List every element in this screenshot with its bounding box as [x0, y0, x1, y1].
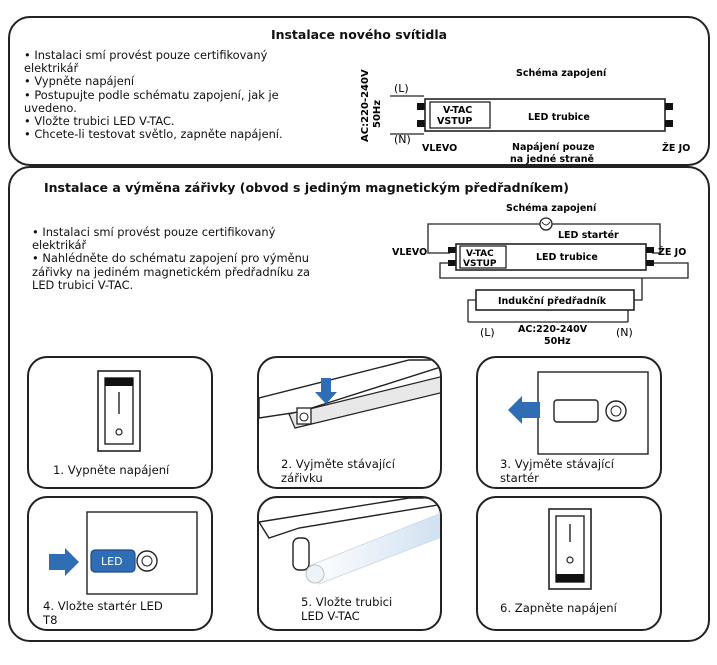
remove-tube-illustration [259, 359, 440, 429]
top-panel: Instalace nového svítidla • Instalaci sm… [8, 16, 710, 166]
bottom-pin [646, 260, 654, 266]
top-pin [417, 120, 425, 127]
top-pin [665, 103, 673, 110]
top-note-line2: na jedné straně [510, 154, 594, 165]
top-bullet-list: • Instalaci smí provést pouze certifikov… [24, 48, 324, 142]
top-ac-label: AC:220-240V [360, 69, 371, 142]
step-caption: 2. Vyjměte stávající zářivku [281, 457, 395, 485]
bottom-bullet: • Nahlédněte do schématu zapojení pro vý… [32, 251, 310, 292]
top-panel-title: Instalace nového svítidla [270, 27, 448, 42]
bottom-vtac-label: V-TAC [466, 249, 494, 259]
bottom-bullet-list: • Instalaci smí provést pouze certifikov… [32, 225, 332, 292]
top-bullet: • Vypněte napájení [24, 74, 135, 89]
bottom-wiring-diagram: Schéma zapojení LED startér VLEVO ŽE JO … [392, 203, 689, 346]
bottom-starter-label: LED startér [558, 230, 619, 241]
step-card-3: 3. Vyjměte stávající startér [476, 356, 662, 489]
rocker-switch-on-icon [548, 508, 592, 590]
top-pin [665, 120, 673, 127]
bottom-bullet: • Instalaci smí provést pouze certifikov… [32, 225, 276, 253]
top-n-label: (N) [394, 133, 411, 146]
bottom-left-label: VLEVO [392, 247, 427, 258]
bottom-tube-label: LED trubice [536, 252, 598, 263]
top-left-label: VLEVO [422, 143, 457, 154]
insert-tube-illustration [259, 498, 440, 585]
bottom-right-label: ŽE JO [658, 246, 686, 258]
insert-starter-illustration: LED [49, 511, 198, 595]
top-vtac-box [429, 101, 491, 129]
step-caption: 3. Vyjměte stávající startér [500, 457, 614, 485]
right-arrow-icon [49, 548, 79, 576]
bottom-hz-label: 50Hz [544, 336, 571, 346]
top-l-label: (L) [394, 82, 409, 95]
led-starter-label: LED [101, 555, 123, 568]
top-tube-label: LED trubice [528, 112, 590, 123]
ballast-wire-right [634, 278, 643, 301]
bottom-vtac-box [459, 245, 507, 269]
remove-starter-illustration [508, 371, 649, 455]
bottom-panel-title: Instalace a výměna zářivky (obvod s jedi… [44, 180, 569, 195]
bottom-n-label: (N) [616, 326, 633, 339]
step-caption: 1. Vypněte napájení [53, 463, 170, 477]
top-bullet: • Chcete-li testovat světlo, zapněte nap… [24, 127, 283, 142]
top-vtac-label: V-TAC [443, 105, 472, 116]
bottom-l-label: (L) [480, 326, 495, 339]
top-bullet: • Vložte trubici LED V-TAC. [24, 114, 175, 129]
step-card-1: 1. Vypněte napájení [27, 356, 213, 489]
top-heading: Schéma zapojení [516, 68, 607, 79]
top-bullet: • Postupujte podle schématu zapojení, ja… [24, 87, 279, 115]
bottom-pin [646, 247, 654, 253]
step-card-2: 2. Vyjměte stávající zářivku [257, 356, 442, 489]
rocker-switch-off-icon [97, 370, 141, 452]
step-caption: 5. Vložte trubici LED V-TAC [301, 595, 393, 623]
bottom-vstup-label: VSTUP [463, 259, 497, 269]
starter-symbol [539, 217, 553, 231]
top-vstup-label: VSTUP [437, 116, 472, 127]
bottom-loop-lower [439, 262, 689, 279]
bottom-ac-label: AC:220-240V [518, 324, 588, 335]
step-card-5: 5. Vložte trubici LED V-TAC [257, 496, 442, 631]
step-card-4: LED 4. Vložte startér LED T8 [27, 496, 213, 631]
top-right-label: ŽE JO [662, 142, 690, 154]
left-arrow-icon [508, 396, 540, 424]
top-wiring-diagram: AC:220-240V 50Hz Schéma zapojení (L) (N)… [360, 68, 690, 165]
top-pin [417, 103, 425, 110]
bottom-ballast-label: Indukční předřadník [498, 296, 607, 307]
bottom-heading: Schéma zapojení [506, 203, 597, 214]
step-caption: 6. Zapněte napájení [500, 601, 617, 615]
step-card-6: 6. Zapněte napájení [476, 496, 662, 631]
ballast-wire-left [467, 299, 476, 322]
down-arrow-icon [315, 378, 337, 404]
top-note-line1: Napájení pouze [512, 142, 595, 153]
led-starter-badge [90, 549, 136, 573]
top-bullet: • Instalaci smí provést pouze certifikov… [24, 48, 268, 76]
bottom-pin [448, 260, 456, 266]
top-hz-label: 50Hz [372, 100, 383, 128]
step-caption: 4. Vložte startér LED T8 [43, 599, 163, 627]
bottom-pin [448, 247, 456, 253]
